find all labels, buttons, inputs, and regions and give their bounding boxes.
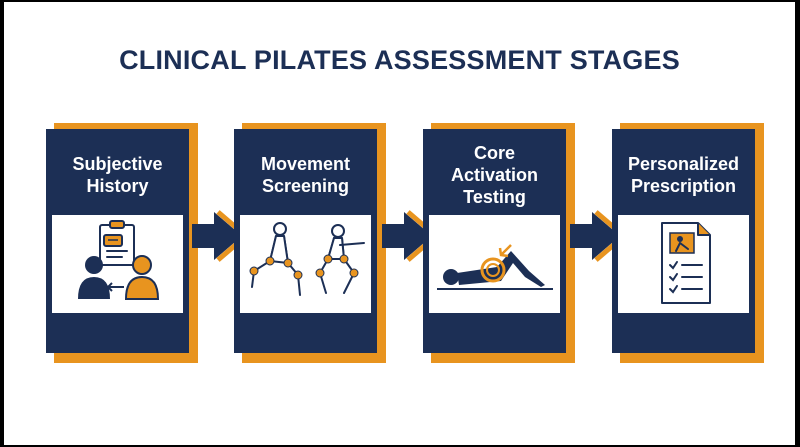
prescription-document-icon xyxy=(618,215,749,313)
stage-label: Core Activation Testing xyxy=(450,143,538,207)
diagram-canvas: CLINICAL PILATES ASSESSMENT STAGES Subje… xyxy=(4,2,795,445)
card-body: Subjective History xyxy=(46,129,189,353)
stage-label: Subjective History xyxy=(72,154,163,196)
flow-arrow xyxy=(570,210,624,262)
stage-card-movement-screening: Movement Screening xyxy=(234,123,386,363)
card-body: Core Activation Testing xyxy=(423,129,566,353)
diagram-title: CLINICAL PILATES ASSESSMENT STAGES xyxy=(119,45,680,75)
flow-arrow xyxy=(382,210,436,262)
movement-figures-icon xyxy=(240,215,371,313)
card-body: Movement Screening xyxy=(234,129,377,353)
card-body: Personalized Prescription xyxy=(612,129,755,353)
stage-card-core-activation-testing: Core Activation Testing xyxy=(423,123,575,363)
stage-label: Movement Screening xyxy=(260,154,350,196)
stage-card-personalized-prescription: Personalized Prescription xyxy=(612,123,764,363)
stage-label: Personalized Prescription xyxy=(627,154,740,196)
consultation-icon xyxy=(52,215,183,313)
flow-arrow xyxy=(192,210,246,262)
stage-card-subjective-history: Subjective History xyxy=(46,123,198,363)
supine-core-icon xyxy=(429,215,560,313)
